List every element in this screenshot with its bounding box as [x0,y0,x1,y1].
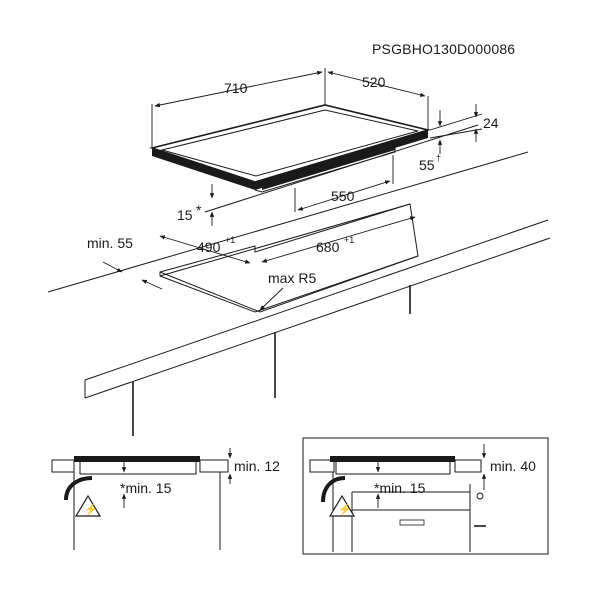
dim-max-r5: max R5 [259,270,316,311]
dim-min-55: min. 55 [87,235,163,290]
document-code: PSGBHO130D000086 [372,41,515,57]
label-right-min-15: *min. 15 [374,480,426,496]
detail-left: ⚡ *min. 15 min. 12 [51,448,280,550]
worktop-cutout [159,203,419,313]
label-min-55: min. 55 [87,235,133,251]
label-55-front: 55 [419,157,435,173]
label-55-front-mark: † [436,153,441,163]
label-710: 710 [224,80,248,96]
dim-550: 550 [294,155,394,212]
label-left-min-12: min. 12 [234,458,280,474]
dim-55: 55 † [419,110,443,173]
dim-710: 710 [151,68,326,148]
label-520: 520 [362,74,386,90]
hob-glass-inner [160,109,419,177]
label-max-r5: max R5 [268,270,316,286]
label-right-min-40: min. 40 [490,458,536,474]
label-490: 490 [197,239,221,255]
label-left-min-15: *min. 15 [120,480,172,496]
hob-top-view [149,104,432,193]
label-15-mark: * [196,202,202,218]
dim-15-top: 15 * [177,184,215,226]
electric-warning-icon-right: ⚡ [338,503,352,516]
label-550: 550 [331,188,355,204]
label-490-tol: +1 [225,235,235,245]
dim-520: 520 [327,71,429,130]
label-15-top: 15 [177,207,193,223]
electric-warning-icon: ⚡ [84,503,98,516]
hob-underbox-fill [262,145,395,190]
dim-24: 24 [429,104,499,142]
detail-right: ⚡ *min. 15 min. 40 [302,437,549,555]
label-680-tol: +1 [344,235,354,245]
label-24: 24 [483,115,499,131]
dim-490: 490 +1 [159,235,251,264]
label-680: 680 [316,239,340,255]
hob-edge [152,130,428,190]
dim-680: 680 +1 [261,216,416,263]
